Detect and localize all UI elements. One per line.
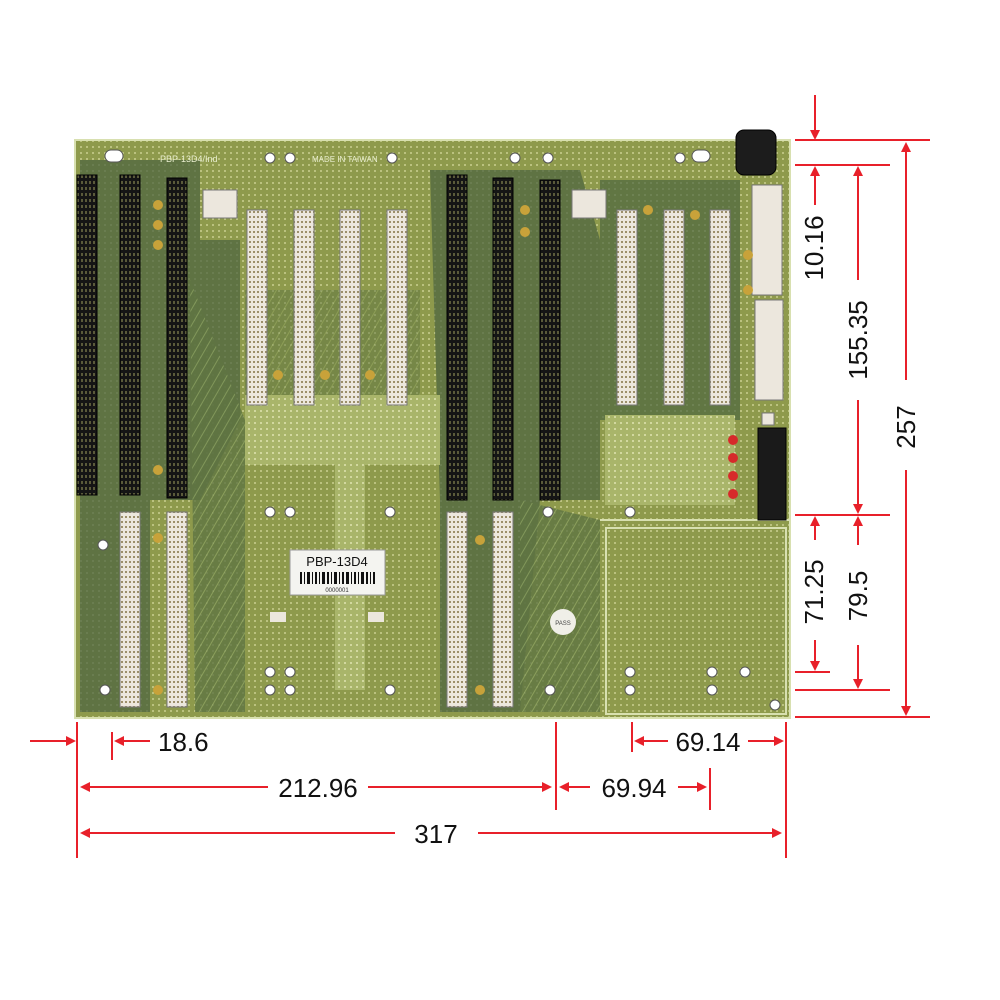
silk-model-text: PBP-13D4/Ind bbox=[160, 154, 218, 164]
pci-slot bbox=[293, 209, 315, 406]
isa-slot bbox=[492, 177, 514, 501]
pass-sticker bbox=[550, 609, 576, 635]
pcb-trace-fan-1 bbox=[190, 280, 245, 712]
barcode bbox=[300, 572, 375, 584]
fan-connector bbox=[571, 189, 607, 219]
model-label: PBP-13D4 0000001 bbox=[289, 549, 386, 596]
pci-slots bbox=[119, 209, 731, 708]
dimension-label-71-25: 71.25 bbox=[799, 559, 829, 624]
dimension-label-69-94: 69.94 bbox=[601, 773, 666, 803]
dimension-lines bbox=[30, 95, 930, 858]
jumper bbox=[761, 412, 775, 426]
capacitors bbox=[153, 200, 753, 695]
dimension-label-155-35: 155.35 bbox=[843, 300, 873, 380]
dimension-label-69-14: 69.14 bbox=[675, 727, 740, 757]
isa-slot bbox=[539, 179, 561, 501]
dimension-label-79-5: 79.5 bbox=[843, 571, 873, 622]
pcb-light-panel-1 bbox=[245, 395, 440, 465]
silk-made-text: MADE IN TAIWAN bbox=[312, 155, 378, 164]
pci-slot bbox=[616, 209, 638, 406]
terminal-block bbox=[757, 427, 787, 521]
pci-slot bbox=[446, 511, 468, 708]
pcb-sub-board bbox=[605, 527, 787, 715]
power-connector bbox=[754, 299, 784, 401]
components: PASS bbox=[153, 129, 787, 695]
fan-connector bbox=[202, 189, 238, 219]
dimension-label-10-16: 10.16 bbox=[799, 215, 829, 280]
pci-slot bbox=[663, 209, 685, 406]
isa-slots bbox=[76, 174, 561, 501]
smd-part bbox=[270, 612, 286, 622]
dimension-label-212-96: 212.96 bbox=[278, 773, 358, 803]
pcb-light-panel-2 bbox=[605, 415, 735, 505]
pci-slot bbox=[386, 209, 408, 406]
model-label-serial: 0000001 bbox=[325, 588, 349, 594]
pci-slot bbox=[119, 511, 141, 708]
dimension-label-257: 257 bbox=[891, 405, 921, 448]
isa-slot bbox=[76, 174, 98, 496]
pci-slot bbox=[166, 511, 188, 708]
pass-sticker-text: PASS bbox=[555, 621, 571, 627]
pci-slot bbox=[492, 511, 514, 708]
dimension-label-317: 317 bbox=[414, 819, 457, 849]
pci-slot bbox=[709, 209, 731, 406]
pci-slot bbox=[246, 209, 268, 406]
isa-slot bbox=[119, 174, 141, 496]
smd-part bbox=[368, 612, 384, 622]
pci-slot bbox=[339, 209, 361, 406]
keyboard-connector bbox=[735, 129, 777, 176]
mounting-holes bbox=[97, 149, 781, 711]
power-connector bbox=[751, 184, 783, 296]
status-leds bbox=[728, 435, 738, 499]
pcb-trace-fan-2 bbox=[520, 500, 600, 712]
pcb-trace-band bbox=[245, 290, 420, 420]
model-label-text: PBP-13D4 bbox=[306, 554, 367, 569]
isa-slot bbox=[446, 174, 468, 501]
isa-slot bbox=[166, 177, 188, 499]
dimension-label-18-6: 18.6 bbox=[158, 727, 209, 757]
